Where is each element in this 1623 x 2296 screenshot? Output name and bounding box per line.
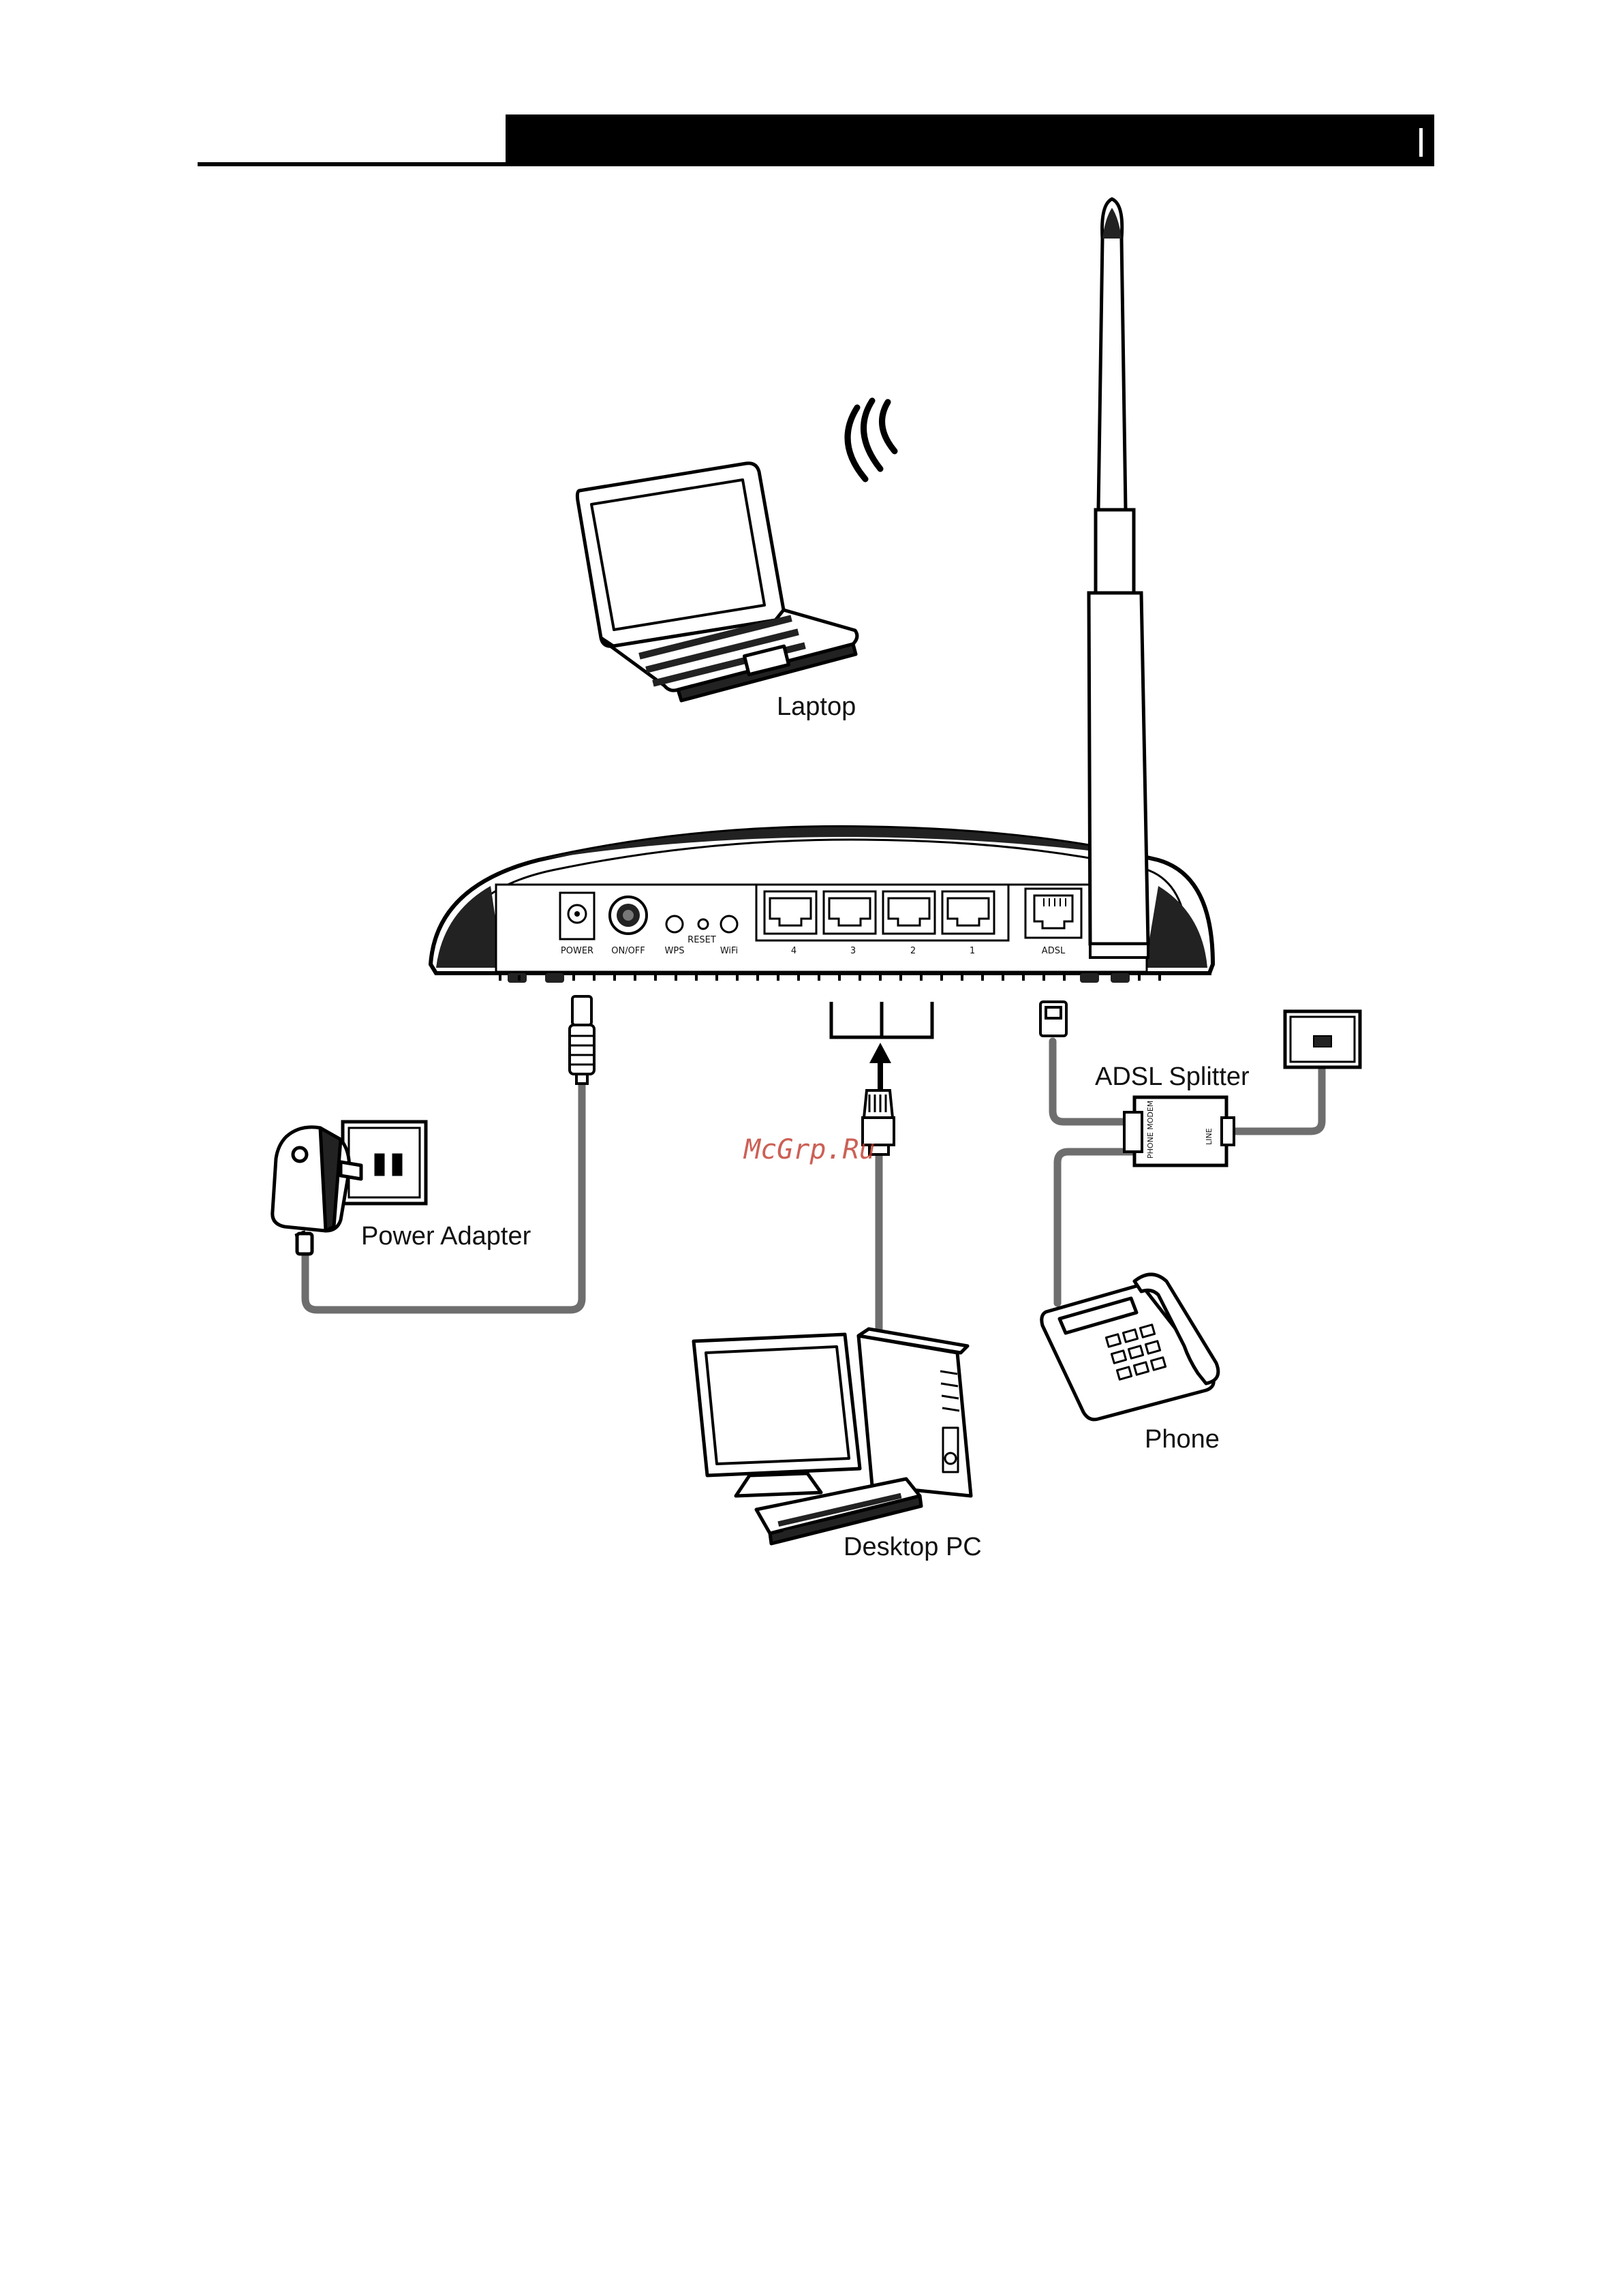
wps-label: WPS (665, 946, 685, 956)
up-arrow-icon (869, 1043, 891, 1090)
wifi-label: WiFi (720, 946, 738, 956)
adsl-splitter-icon: PHONE MODEM LINE (1124, 1097, 1234, 1165)
phone-cable (1057, 1152, 1134, 1303)
rj11-plug-icon (1040, 1002, 1066, 1036)
laptop-label: Laptop (777, 692, 856, 721)
power-port-label: POWER (561, 946, 593, 956)
lan-bracket (831, 1002, 932, 1037)
antenna (1089, 199, 1148, 958)
reset-label: RESET (687, 935, 716, 945)
header-rule (198, 114, 1434, 164)
lan-port-4 (764, 891, 816, 934)
watermark: McGrp.Ru (743, 1134, 876, 1165)
lan-label-4: 4 (791, 946, 797, 956)
splitter-line-label: LINE (1205, 1128, 1214, 1145)
lan-port-2 (883, 891, 935, 934)
power-port (560, 893, 594, 939)
desktop-pc-label: Desktop PC (844, 1533, 982, 1561)
laptop-icon (577, 463, 857, 701)
adsl-port-label: ADSL (1042, 946, 1066, 956)
on-off-label: ON/OFF (611, 946, 645, 956)
wall-socket-icon (343, 1122, 426, 1204)
wall-phone-jack-icon (1285, 1011, 1360, 1067)
wifi-button (721, 916, 737, 932)
splitter-modem-label: PHONE MODEM (1146, 1101, 1155, 1159)
lan-label-1: 1 (970, 946, 975, 956)
power-switch (610, 897, 647, 934)
phone-label: Phone (1145, 1425, 1220, 1454)
desktop-pc-icon (694, 1329, 971, 1544)
reset-button (698, 919, 708, 929)
power-plug-icon (570, 996, 594, 1084)
wps-button (666, 916, 683, 932)
phone-icon (1042, 1274, 1218, 1420)
adsl-port (1025, 889, 1081, 938)
lan-port-1 (942, 891, 994, 934)
wireless-signal-icon (848, 401, 895, 479)
lan-label-3: 3 (850, 946, 856, 956)
power-adapter-label: Power Adapter (361, 1222, 531, 1251)
lan-label-2: 2 (910, 946, 916, 956)
adsl-splitter-label: ADSL Splitter (1095, 1062, 1250, 1091)
lan-port-3 (824, 891, 876, 934)
